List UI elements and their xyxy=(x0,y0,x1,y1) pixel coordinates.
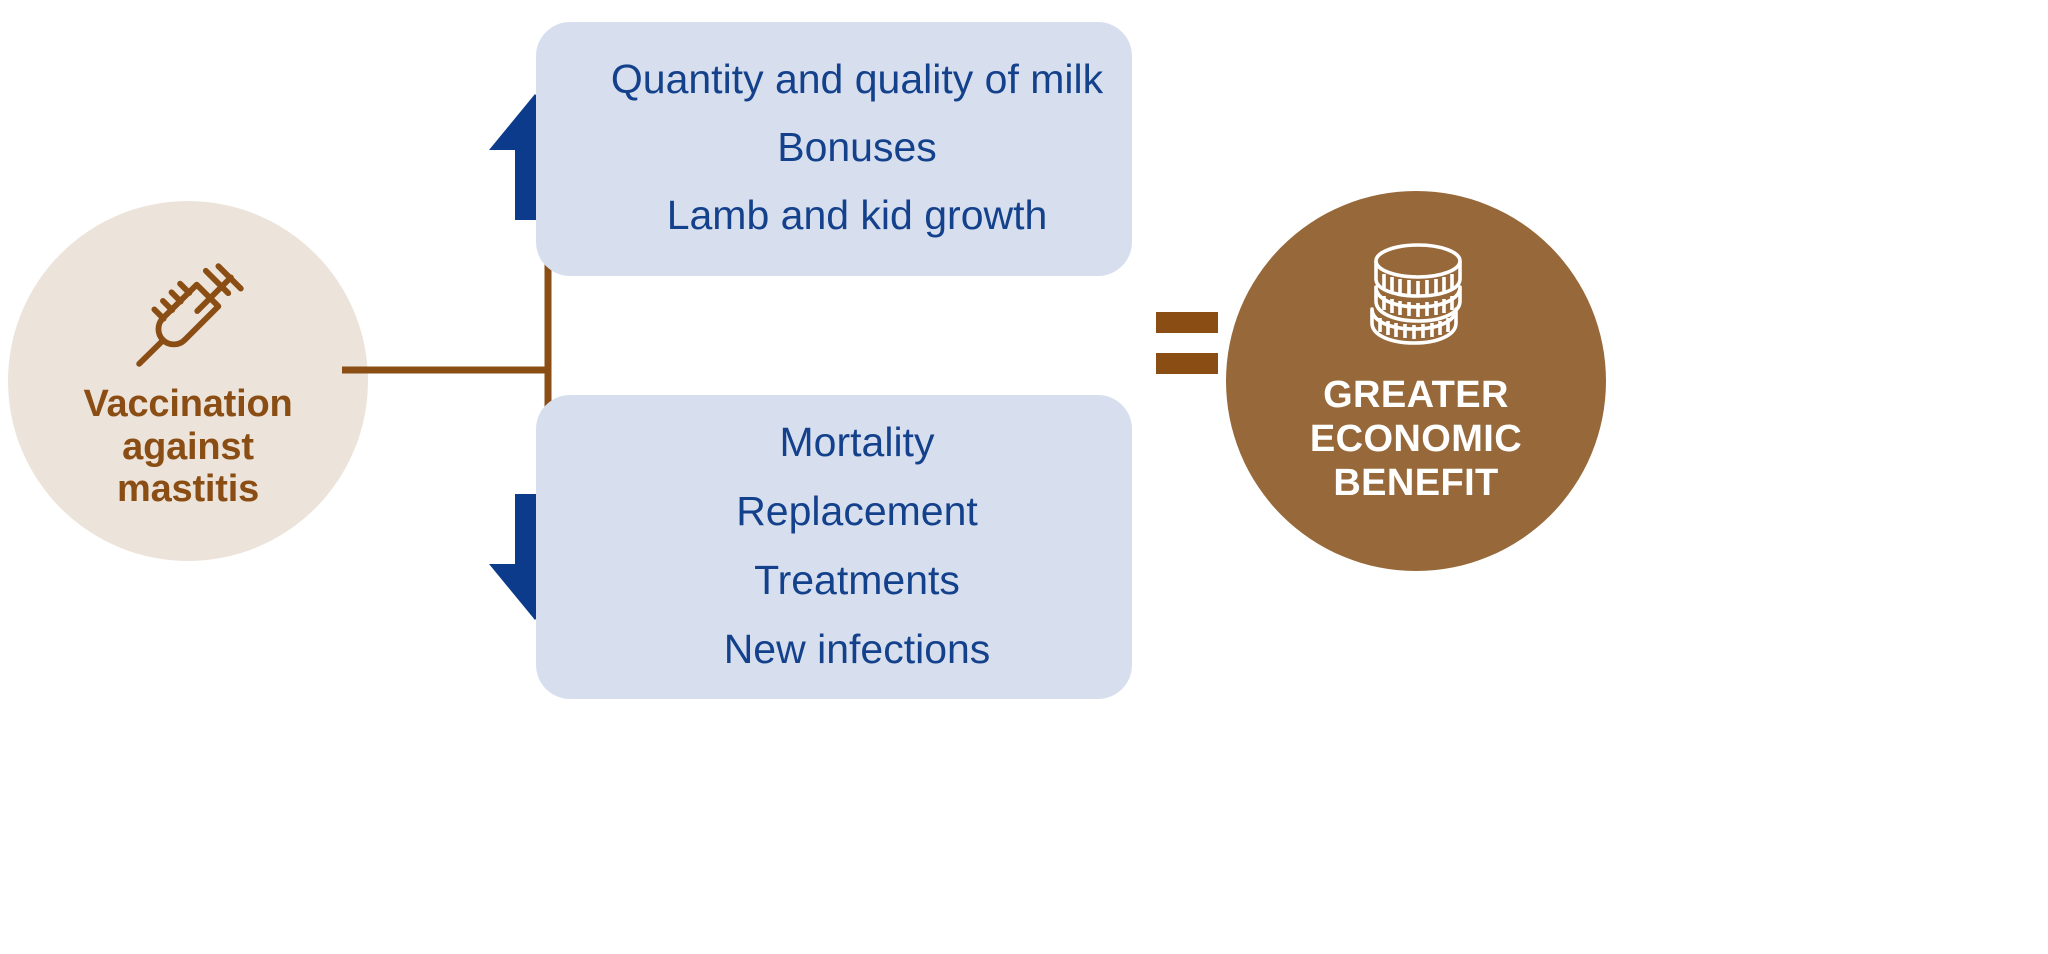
source-label-line-3: mastitis xyxy=(116,468,259,511)
source-node-label: Vaccination against mastitis xyxy=(84,383,293,511)
outcome-item: Replacement xyxy=(736,488,978,535)
result-label-line-1: GREATER xyxy=(1323,374,1509,416)
source-label-line-2: against xyxy=(122,425,254,468)
outcome-item: Quantity and quality of milk xyxy=(610,55,1104,102)
outcome-item: Bonuses xyxy=(777,123,937,170)
outcome-item: New infections xyxy=(723,625,991,672)
source-label-line-1: Vaccination xyxy=(83,383,293,425)
result-node-label: GREATER ECONOMIC BENEFIT xyxy=(1310,373,1522,505)
outcome-panel-decrease: Mortality Replacement Treatments New inf… xyxy=(536,395,1132,699)
outcome-item: Treatments xyxy=(754,557,960,603)
coins-stack-icon xyxy=(1370,243,1462,345)
outcome-item: Lamb and kid growth xyxy=(666,192,1048,239)
result-node-economic-benefit: GREATER ECONOMIC BENEFIT xyxy=(1226,191,1606,571)
equals-bar-top xyxy=(1156,312,1218,333)
syringe-icon xyxy=(136,263,244,367)
outcome-item: Mortality xyxy=(779,419,935,466)
result-label-line-3: BENEFIT xyxy=(1333,462,1499,505)
result-label-line-2: ECONOMIC xyxy=(1309,418,1523,461)
equals-bar-bottom xyxy=(1156,353,1218,374)
equals-sign-icon xyxy=(1156,312,1218,384)
outcome-panel-increase: Quantity and quality of milk Bonuses Lam… xyxy=(536,22,1132,276)
source-node-vaccination: Vaccination against mastitis xyxy=(8,201,368,561)
